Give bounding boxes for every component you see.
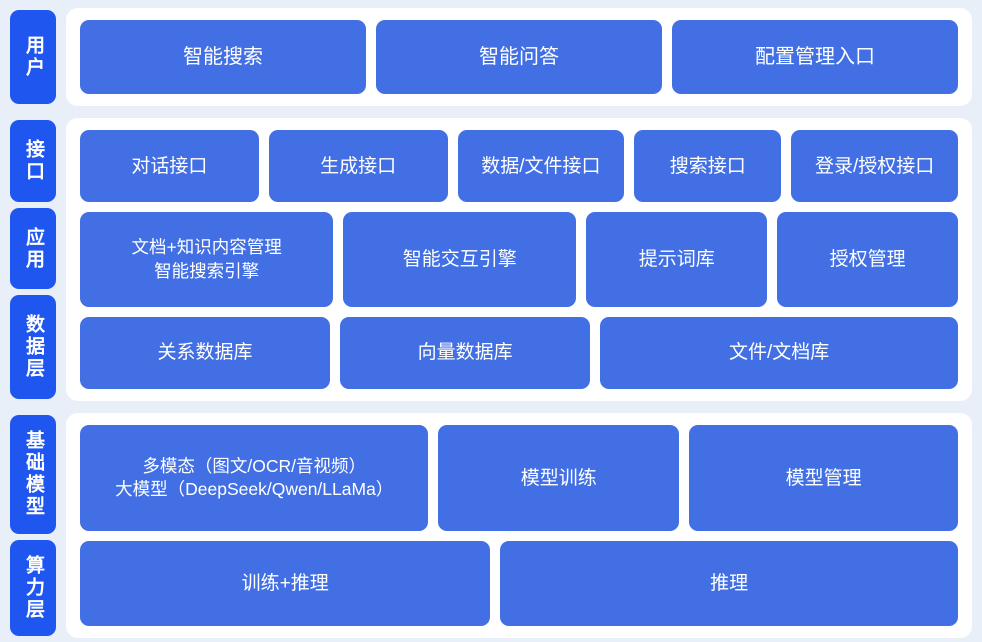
module-chip[interactable]: 模型训练	[438, 425, 680, 532]
chip-row-interface-row: 对话接口生成接口数据/文件接口搜索接口登录/授权接口	[80, 130, 959, 203]
layer-panel-users: 智能搜索智能问答配置管理入口	[66, 8, 972, 106]
module-chip[interactable]: 智能问答	[376, 20, 662, 94]
layer-rail-middle: 接口应用数据层	[10, 118, 56, 401]
layer-section-infrastructure: 基础模型算力层多模态（图文/OCR/音视频） 大模型（DeepSeek/Qwen…	[10, 413, 972, 638]
layer-tab[interactable]: 数据层	[10, 295, 56, 400]
module-chip[interactable]: 数据/文件接口	[457, 130, 625, 203]
module-chip[interactable]: 智能搜索	[80, 20, 366, 94]
module-chip[interactable]: 对话接口	[80, 130, 259, 203]
layer-section-middle: 接口应用数据层对话接口生成接口数据/文件接口搜索接口登录/授权接口文档+知识内容…	[10, 118, 972, 401]
chip-row: 智能搜索智能问答配置管理入口	[80, 20, 958, 94]
layer-tab[interactable]: 应用	[10, 207, 56, 290]
layer-tab[interactable]: 算力层	[10, 539, 56, 636]
layer-tab-label: 基础模型	[22, 430, 44, 519]
layer-rail-infrastructure: 基础模型算力层	[10, 413, 56, 638]
module-chip[interactable]: 模型管理	[689, 425, 958, 532]
module-chip[interactable]: 登录/授权接口	[791, 130, 959, 203]
layer-tab-label: 接口	[22, 138, 44, 183]
layer-panel-middle: 对话接口生成接口数据/文件接口搜索接口登录/授权接口文档+知识内容管理 智能搜索…	[66, 118, 972, 401]
module-chip[interactable]: 生成接口	[268, 130, 448, 203]
module-chip[interactable]: 提示词库	[586, 212, 768, 307]
chip-row-data-row: 关系数据库向量数据库文件/文档库	[80, 316, 959, 390]
layer-tab[interactable]: 接口	[10, 120, 56, 202]
module-chip[interactable]: 授权管理	[777, 212, 958, 307]
layer-tab[interactable]: 用户	[10, 10, 56, 104]
layer-tab-label: 用户	[22, 35, 44, 79]
module-chip[interactable]: 智能交互引擎	[343, 212, 577, 307]
module-chip[interactable]: 配置管理入口	[672, 20, 958, 94]
layer-tab[interactable]: 基础模型	[10, 415, 56, 534]
module-chip[interactable]: 多模态（图文/OCR/音视频） 大模型（DeepSeek/Qwen/LLaMa）	[80, 425, 429, 532]
module-chip[interactable]: 文档+知识内容管理 智能搜索引擎	[80, 212, 334, 307]
layer-tab-label: 算力层	[22, 554, 44, 621]
layer-section-users: 用户智能搜索智能问答配置管理入口	[10, 8, 972, 106]
module-chip[interactable]: 向量数据库	[340, 316, 591, 390]
module-chip[interactable]: 推理	[500, 541, 958, 627]
module-chip[interactable]: 训练+推理	[80, 541, 491, 627]
chip-row-application-row: 文档+知识内容管理 智能搜索引擎智能交互引擎提示词库授权管理	[80, 212, 958, 307]
chip-row-compute-row: 训练+推理推理	[80, 541, 958, 627]
layer-tab-label: 数据层	[22, 314, 44, 381]
layer-rail-users: 用户	[10, 8, 56, 106]
layer-tab-label: 应用	[22, 226, 44, 271]
chip-row-model-row: 多模态（图文/OCR/音视频） 大模型（DeepSeek/Qwen/LLaMa）…	[80, 425, 958, 532]
module-chip[interactable]: 搜索接口	[634, 130, 782, 203]
module-chip[interactable]: 关系数据库	[80, 316, 331, 390]
module-chip[interactable]: 文件/文档库	[600, 316, 959, 390]
layer-panel-infrastructure: 多模态（图文/OCR/音视频） 大模型（DeepSeek/Qwen/LLaMa）…	[66, 413, 972, 638]
